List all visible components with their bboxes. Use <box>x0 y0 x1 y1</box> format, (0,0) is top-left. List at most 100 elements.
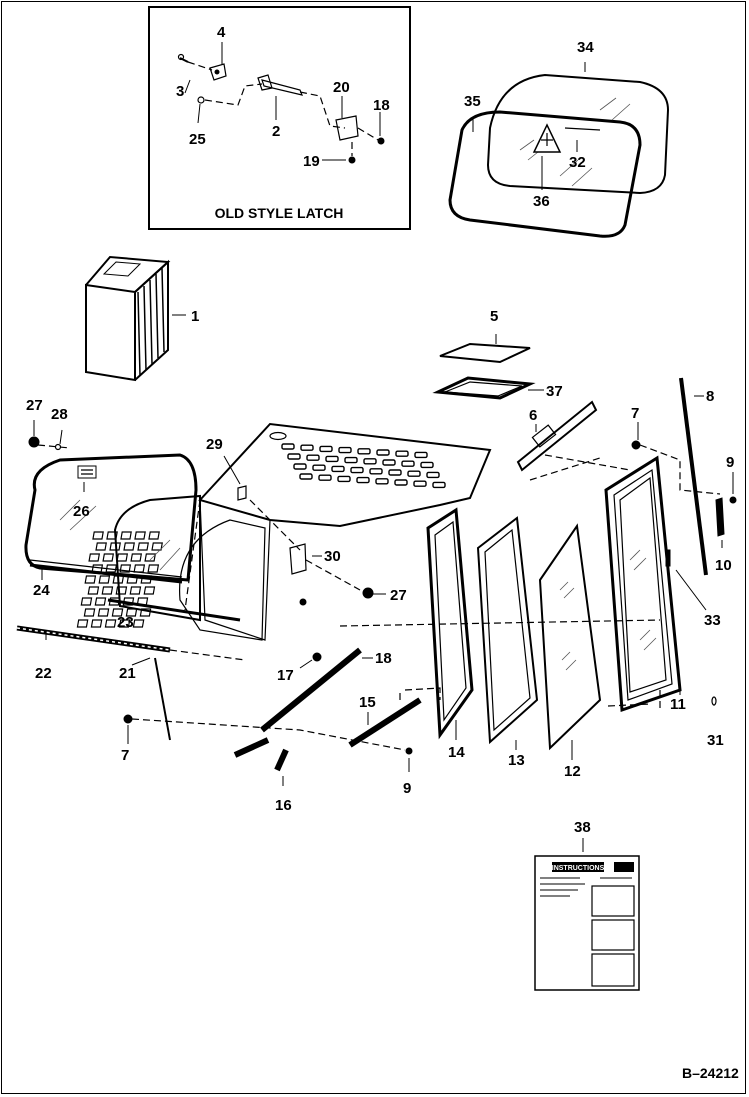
callout-21: 21 <box>119 665 136 682</box>
callout-27-right: 27 <box>390 587 407 604</box>
foam-block-part-1: 1 <box>85 255 199 382</box>
roof-vent-slot <box>287 453 301 460</box>
callout-35: 35 <box>464 93 481 110</box>
roof-vent-slot <box>363 458 377 465</box>
door-decal <box>77 465 97 479</box>
grille-cell <box>87 586 100 595</box>
lower-seals: 17 18 15 16 7 9 <box>121 647 441 814</box>
roof-vent-slot <box>319 445 333 453</box>
callout-19: 19 <box>303 153 320 170</box>
roof-vent-slot <box>337 475 351 483</box>
callout-6: 6 <box>529 407 537 424</box>
cab-roof <box>198 422 492 528</box>
door-assembly: 26 24 23 22 21 <box>16 444 246 741</box>
grille-cell <box>118 619 131 628</box>
roof-vent-slot <box>357 448 371 455</box>
striker-part-30 <box>289 543 307 575</box>
seal-part-16b <box>274 748 289 772</box>
callout-15: 15 <box>359 694 376 711</box>
grille-cell <box>92 531 104 540</box>
roof-vent-slot <box>413 480 427 487</box>
grille-cell <box>132 619 145 628</box>
roof-vent-slot <box>344 456 358 464</box>
rear-window-assembly: 34 35 32 36 <box>448 39 670 238</box>
grille-cell <box>143 586 156 595</box>
roof-vent-slot <box>376 449 390 456</box>
grille-cell <box>137 542 149 551</box>
grille-cell <box>98 575 111 584</box>
callout-16: 16 <box>275 797 292 814</box>
callout-23: 23 <box>117 614 134 631</box>
grille-cell <box>90 619 103 628</box>
callout-9-bottom: 9 <box>403 780 411 797</box>
callout-8: 8 <box>706 388 714 405</box>
bracket-hole <box>214 69 220 75</box>
old-style-latch-inset: 4 3 25 2 20 18 19 OLD STYLE LATCH <box>148 6 411 230</box>
grille-cell <box>133 564 146 573</box>
panel-14-frame <box>426 507 474 740</box>
grille-cell <box>148 531 160 540</box>
grille-cell <box>116 553 129 562</box>
roof-vent-slot <box>318 474 332 481</box>
roof-vent-slot <box>382 459 396 466</box>
roof-vent-slot <box>426 471 440 479</box>
callout-27-left: 27 <box>26 397 43 414</box>
roof-vent-slot <box>350 466 364 474</box>
roof-vents <box>281 443 446 489</box>
grille-cell <box>144 553 157 562</box>
nut-part-18 <box>377 137 385 145</box>
roof-vent-slot <box>395 450 409 457</box>
grille-cell <box>101 586 114 595</box>
door-glass-panel <box>113 494 201 622</box>
callout-4: 4 <box>217 24 226 41</box>
grille-cell <box>115 586 128 595</box>
roof-vent-slot <box>325 455 339 463</box>
label-heading-bar <box>552 862 604 872</box>
grille-cell <box>139 608 152 617</box>
inset-border <box>148 6 411 230</box>
roof-vent-slot <box>300 444 314 451</box>
grille-cell <box>76 619 89 628</box>
roof-vent-slot <box>356 476 370 484</box>
roof-vent-slot <box>420 461 434 469</box>
roof-vent-slot <box>306 454 320 461</box>
door-glass-frame <box>24 453 198 582</box>
bolt-part-27 <box>28 436 40 448</box>
callout-7-left: 7 <box>121 747 129 764</box>
roof-vent-slot <box>401 460 415 467</box>
nut-part-9-right <box>729 496 737 504</box>
roof-vent-slot <box>388 469 402 476</box>
door-latch-part-33 <box>665 549 671 567</box>
roof-vent-slot <box>407 470 421 477</box>
callout-33: 33 <box>704 612 721 629</box>
seal-part-16a <box>233 737 270 758</box>
nut-part-9-bottom <box>405 747 413 755</box>
bolt-part-19 <box>348 156 356 164</box>
callout-32: 32 <box>569 154 586 171</box>
hinge-hardware: 27 28 29 30 27 <box>26 397 407 606</box>
grille-cell <box>104 619 117 628</box>
callout-9-right: 9 <box>726 454 734 471</box>
grille-cell <box>130 553 143 562</box>
figure-id: B–24212 <box>682 1065 739 1081</box>
callout-18: 18 <box>375 650 392 667</box>
weatherstrip <box>16 625 171 653</box>
roof-vent-slot <box>299 473 313 480</box>
callout-30: 30 <box>324 548 341 565</box>
grille-cell <box>84 575 97 584</box>
rear-window-seal <box>448 110 642 238</box>
grille-cell <box>95 542 107 551</box>
grille-pattern <box>76 531 163 628</box>
callout-13: 13 <box>508 752 525 769</box>
handle-bar <box>29 563 183 584</box>
callout-7-right: 7 <box>631 405 639 422</box>
latch-body <box>257 74 273 91</box>
grille-cell <box>120 531 132 540</box>
callout-20: 20 <box>333 79 350 96</box>
grille-cell <box>111 608 124 617</box>
roof-vent-slot <box>338 446 352 454</box>
rear-window-glass <box>486 73 670 195</box>
callout-14: 14 <box>448 744 465 761</box>
callout-1: 1 <box>191 308 199 325</box>
